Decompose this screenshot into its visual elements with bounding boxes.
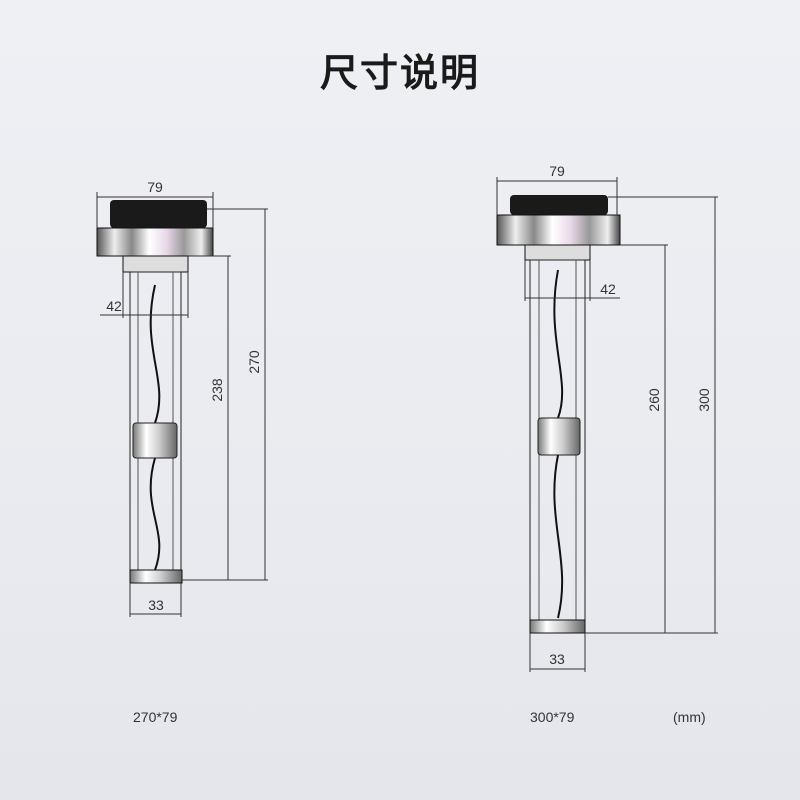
neck-label: 42 — [106, 298, 122, 314]
width-label: 79 — [549, 163, 565, 179]
model-caption-270: 270*79 — [133, 709, 178, 725]
model-caption-300: 300*79 — [530, 709, 575, 725]
sensor-300: 79 300 260 42 33 — [496, 163, 718, 672]
sensor-270: 79 270 238 42 33 — [96, 179, 268, 617]
neck — [524, 244, 591, 261]
gear-ring — [496, 214, 621, 246]
neck-label: 42 — [600, 281, 616, 297]
page-title: 尺寸说明 — [319, 51, 480, 95]
total-length-label: 270 — [246, 350, 262, 374]
tube-length-label: 238 — [209, 378, 225, 402]
unit-label: (mm) — [673, 709, 706, 725]
neck — [122, 255, 189, 273]
top-cap — [110, 200, 207, 228]
wire — [149, 284, 161, 571]
wire — [553, 269, 564, 619]
bottom-label: 33 — [148, 597, 164, 613]
total-length-label: 300 — [696, 388, 712, 412]
top-cap — [510, 195, 608, 215]
tube-length-label: 260 — [646, 388, 662, 412]
bottom-label: 33 — [549, 651, 565, 667]
width-label: 79 — [147, 179, 163, 195]
bottom-cap — [129, 569, 183, 584]
float — [132, 422, 178, 459]
float — [537, 417, 581, 456]
gear-ring — [96, 227, 214, 257]
bottom-cap — [529, 619, 586, 634]
